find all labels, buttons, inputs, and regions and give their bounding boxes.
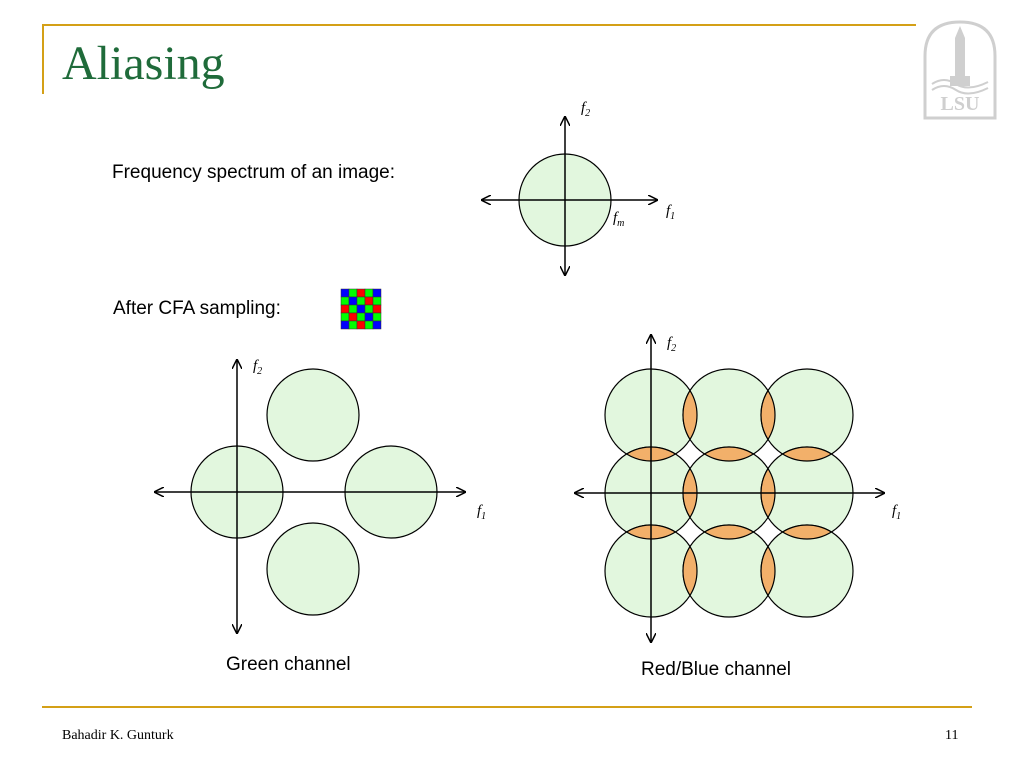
- cfa-cell: [356, 312, 366, 322]
- cfa-cell: [372, 304, 382, 314]
- green-channel-caption: Green channel: [226, 654, 351, 675]
- green-circle: [266, 368, 360, 462]
- cfa-cell: [348, 296, 358, 306]
- green-channel-diagram: f2 f1: [150, 358, 486, 640]
- cfa-cell: [356, 304, 366, 314]
- aliasing-overlap: [682, 545, 698, 597]
- aliasing-overlap: [781, 446, 833, 462]
- cfa-cell: [348, 312, 358, 322]
- f1-label: f1: [666, 203, 675, 222]
- cfa-cell: [364, 312, 374, 322]
- f1-label: f1: [477, 503, 486, 522]
- cfa-cell: [348, 320, 358, 330]
- spectrum-label: Frequency spectrum of an image:: [112, 162, 396, 183]
- top-rule: [42, 24, 916, 26]
- slide-title: Aliasing: [62, 37, 225, 90]
- bottom-rule: [42, 706, 972, 708]
- fm-label: fm: [613, 210, 624, 229]
- cfa-cell: [364, 304, 374, 314]
- f2-label: f2: [253, 358, 262, 377]
- aliasing-overlap: [781, 524, 833, 540]
- cfa-pattern-icon: [340, 288, 382, 330]
- cfa-cell: [356, 320, 366, 330]
- redblue-channel-caption: Red/Blue channel: [641, 659, 791, 680]
- lsu-logo: LSU: [922, 18, 998, 122]
- cfa-cell: [356, 288, 366, 298]
- green-circle: [266, 522, 360, 616]
- cfa-cell: [340, 312, 350, 322]
- left-rule: [42, 24, 44, 94]
- cfa-label: After CFA sampling:: [113, 298, 281, 319]
- aliasing-overlap: [760, 545, 776, 597]
- cfa-cell: [372, 312, 382, 322]
- cfa-cell: [364, 288, 374, 298]
- cfa-cell: [372, 320, 382, 330]
- cfa-cell: [364, 320, 374, 330]
- cfa-cell: [348, 304, 358, 314]
- cfa-cell: [372, 296, 382, 306]
- f1-label: f1: [892, 503, 901, 522]
- aliasing-overlap: [682, 389, 698, 441]
- f2-label: f2: [667, 335, 676, 354]
- lsu-logo-text: LSU: [941, 93, 980, 115]
- cfa-cell: [340, 304, 350, 314]
- aliasing-overlap: [760, 389, 776, 441]
- cfa-cell: [340, 288, 350, 298]
- aliasing-overlap: [703, 446, 755, 462]
- cfa-cell: [372, 288, 382, 298]
- cfa-cell: [348, 288, 358, 298]
- redblue-channel-diagram: f2 f1: [570, 330, 901, 650]
- cfa-cell: [356, 296, 366, 306]
- spectrum-diagram: f2 f1 fm: [470, 100, 675, 285]
- aliasing-overlap: [703, 524, 755, 540]
- cfa-cell: [340, 320, 350, 330]
- f2-label: f2: [581, 100, 590, 119]
- page-number: 11: [945, 728, 959, 743]
- footer-author: Bahadir K. Gunturk: [62, 728, 174, 743]
- cfa-cell: [340, 296, 350, 306]
- cfa-cell: [364, 296, 374, 306]
